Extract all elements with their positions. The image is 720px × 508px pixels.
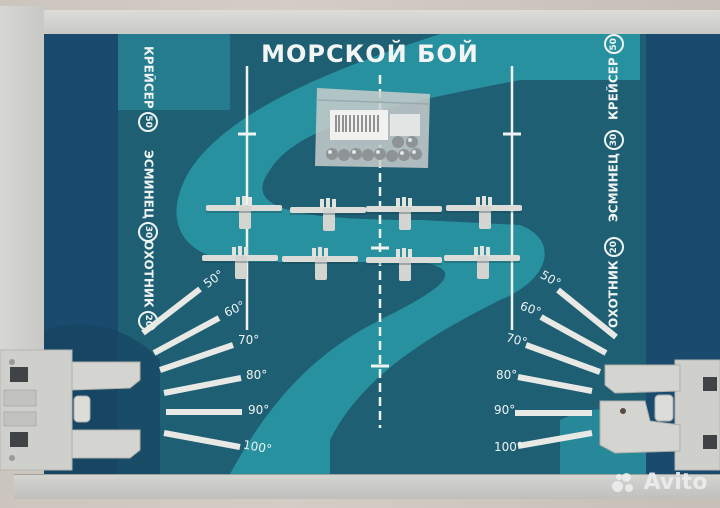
ship-2: [290, 198, 366, 231]
right-angle-100: 100°: [494, 440, 523, 454]
avito-logo-icon: [612, 473, 636, 493]
ship-8: [444, 246, 520, 279]
ship-3: [366, 197, 442, 230]
board-frame-left: [0, 6, 44, 356]
ship-6: [282, 247, 358, 280]
ship-5: [202, 246, 278, 279]
left-angle-90: 90°: [248, 403, 270, 417]
board-frame-bottom: [14, 474, 720, 499]
avito-watermark: Avito: [612, 470, 707, 495]
right-cannon[interactable]: [595, 355, 720, 480]
ammo-bag: [315, 88, 430, 168]
left-cannon[interactable]: [0, 340, 170, 490]
ship-4: [446, 196, 522, 229]
ship-7: [366, 248, 442, 281]
right-angle-90: 90°: [494, 403, 516, 417]
left-angle-80: 80°: [246, 368, 268, 382]
ship-1: [206, 196, 282, 229]
left-angle-70: 70°: [238, 333, 260, 347]
board-title: МОРСКОЙ БОЙ: [261, 40, 479, 68]
right-angle-80: 80°: [496, 368, 518, 382]
